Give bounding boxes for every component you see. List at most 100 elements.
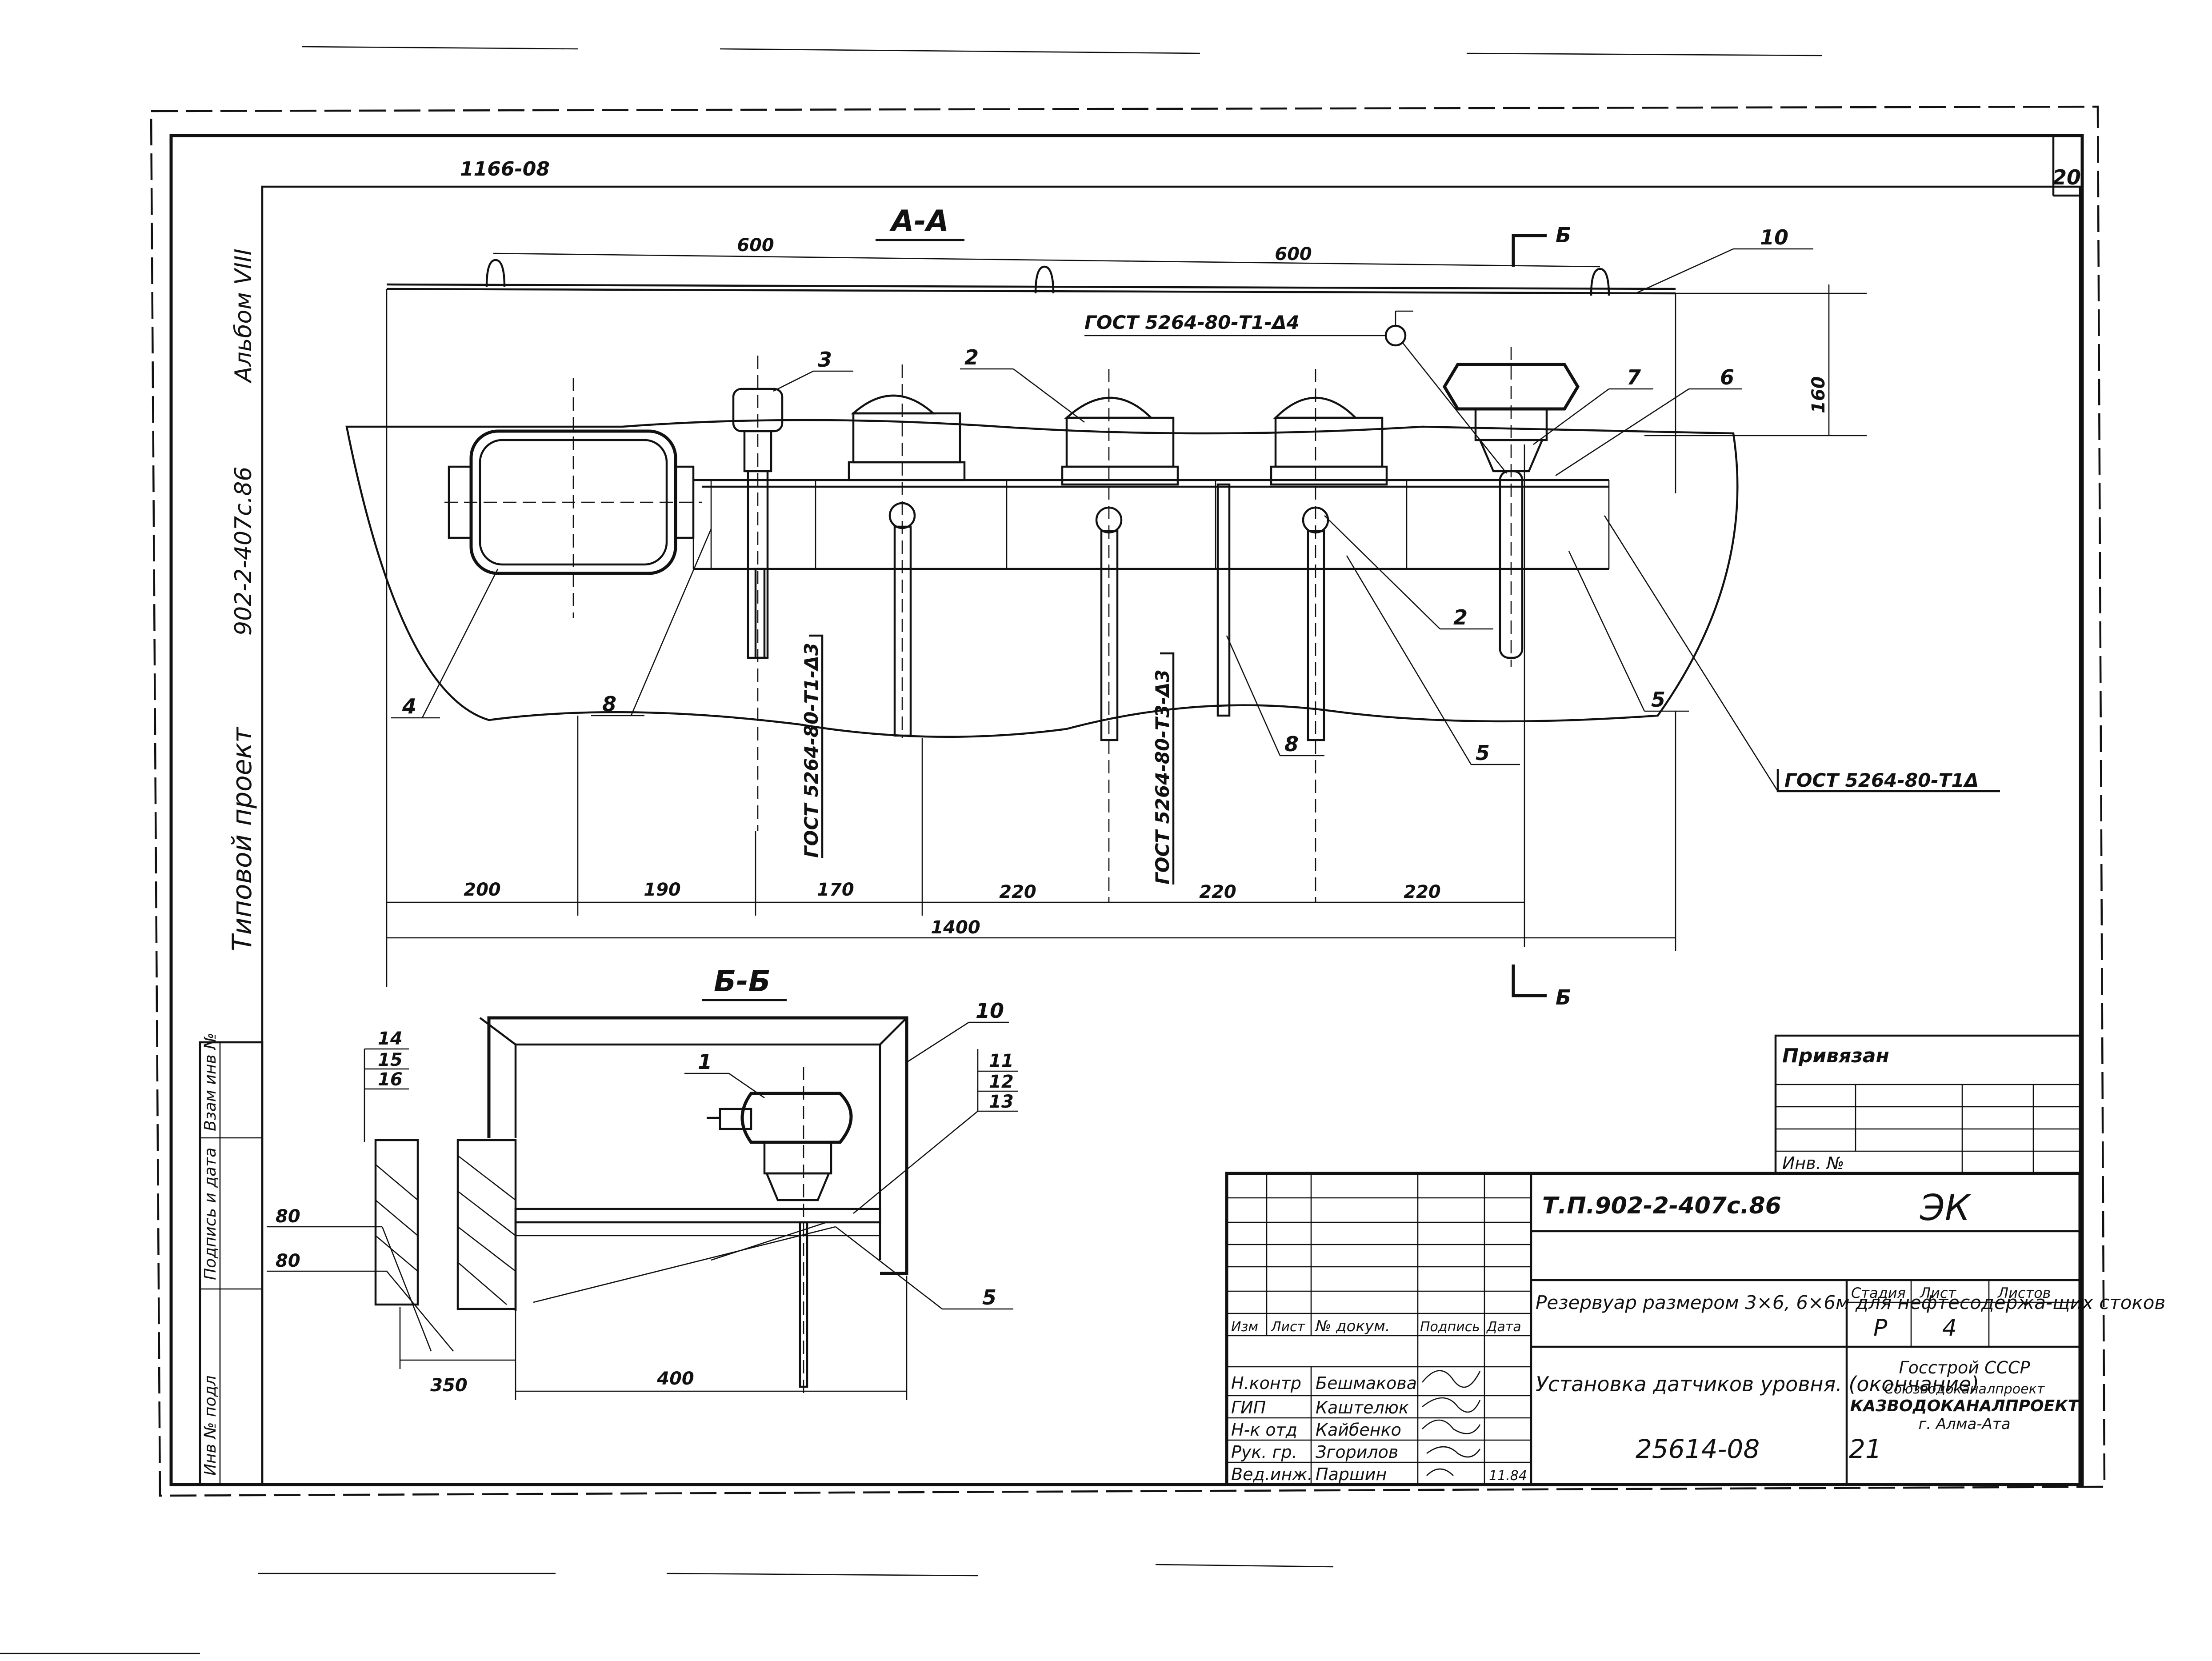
archive-number: 25614-08 <box>1636 1434 1760 1464</box>
cut-mark-bottom: Б <box>1512 965 1571 1009</box>
bottom-dim-6: 220 <box>1404 882 1441 902</box>
tb-sheet: 4 <box>1942 1315 1957 1341</box>
callout-5-bb: 5 <box>982 1285 996 1309</box>
callout-6: 6 <box>1720 365 1734 389</box>
top-dim-2: 600 <box>1275 244 1312 264</box>
section-bb: Б-Б <box>267 964 1018 1400</box>
sheet-number: 20 <box>2052 165 2081 189</box>
sensor-3 <box>1061 369 1179 902</box>
callout-5-mid: 5 <box>1476 741 1490 765</box>
tb-col-date: Дата <box>1486 1319 1521 1335</box>
tb-name-4: Згорилов <box>1316 1442 1398 1462</box>
tb-name-2: Каштелюк <box>1316 1398 1409 1417</box>
tb-col-izm: Изм <box>1231 1319 1258 1335</box>
tb-name-1: Бешмакова <box>1316 1373 1417 1393</box>
left-wall <box>374 1139 517 1310</box>
tb-stage-label: Стадия <box>1851 1285 1906 1301</box>
tb-org-4: г. Алма-Ата <box>1918 1415 2010 1433</box>
callout-4: 4 <box>402 694 416 718</box>
tb-role-2: ГИП <box>1231 1398 1266 1417</box>
section-bb-title: Б-Б <box>714 964 771 998</box>
callout-8-mid: 8 <box>1284 732 1299 756</box>
sensor-4 <box>1270 369 1388 902</box>
cut-mark-top: Б <box>1512 223 1571 267</box>
dim-80-b: 80 <box>276 1251 300 1271</box>
callout-16: 16 <box>378 1069 403 1090</box>
side-album: Альбом VIII <box>230 248 257 384</box>
title-block: Изм Лист № докум. Подпись Дата Н.контр Г… <box>1225 1172 2165 1486</box>
sensor-1 <box>732 356 784 831</box>
tb-role-4: Рук. гр. <box>1231 1442 1297 1462</box>
cut-mark-bottom-label: Б <box>1556 985 1571 1009</box>
tb-date: 11.84 <box>1489 1468 1527 1484</box>
page-number: 21 <box>1849 1434 1882 1464</box>
margin-cell-2: Подпись и дата <box>201 1148 220 1280</box>
tb-org-3: КАЗВОДОКАНАЛПРОЕКТ <box>1850 1397 2080 1415</box>
junction-box <box>444 378 702 618</box>
tb-sheet-label: Лист <box>1920 1285 1956 1301</box>
bottom-dim-2: 190 <box>644 880 681 900</box>
bottom-dim-1: 200 <box>464 880 501 900</box>
callout-8-left: 8 <box>602 692 616 716</box>
section-aa: А-А 600 600 Б Б 10 ГОСТ 5264-80-Т1-Δ4 <box>345 204 2000 1009</box>
callout-2-right: 2 <box>1453 605 1468 629</box>
margin-cell-3: Взам инв № <box>201 1033 220 1131</box>
privyazan-inv: Инв. № <box>1782 1153 1844 1173</box>
privyazan-table: Привязан Инв. № <box>1774 1034 2081 1175</box>
side-project: 902-2-407с.86 <box>230 467 257 636</box>
gost-right: ГОСТ 5264-80-Т1Δ <box>1784 769 1979 791</box>
callout-3: 3 <box>818 348 832 372</box>
tb-org-1: Госстрой СССР <box>1899 1358 2030 1377</box>
tb-sheets-label: Листов <box>1997 1285 2051 1301</box>
callout-12: 12 <box>989 1072 1014 1092</box>
bottom-dim-5: 220 <box>1199 882 1236 902</box>
tb-project-code: Т.П.902-2-407с.86 <box>1542 1193 1781 1219</box>
top-dim-1: 600 <box>737 235 774 256</box>
margin-cell-1: Инв № подл <box>201 1376 220 1476</box>
gost-top: ГОСТ 5264-80-Т1-Δ4 <box>1084 312 1300 333</box>
tb-col-doc: № докум. <box>1315 1317 1390 1335</box>
tb-col-sign: Подпись <box>1420 1319 1480 1335</box>
callout-13: 13 <box>989 1092 1014 1112</box>
sensor-2 <box>848 364 966 738</box>
doc-code: 1166-08 <box>460 158 550 180</box>
signatures <box>1421 1370 1481 1476</box>
tb-name-5: Паршин <box>1316 1465 1387 1484</box>
callout-7: 7 <box>1627 365 1641 389</box>
callout-15: 15 <box>378 1050 403 1070</box>
section-aa-title: А-А <box>889 204 949 238</box>
dim-400: 400 <box>656 1369 694 1389</box>
tb-role-1: Н.контр <box>1231 1373 1301 1393</box>
side-caption: Типовой проект <box>227 726 258 951</box>
tb-drawing-title: Установка датчиков уровня. (окончание) <box>1536 1372 1979 1396</box>
tb-role-5: Вед.инж. <box>1231 1465 1313 1484</box>
callout-11: 11 <box>989 1051 1014 1071</box>
side-label: Типовой проект 902-2-407с.86 Альбом VIII <box>227 248 258 951</box>
total-dim: 1400 <box>931 917 980 938</box>
height-dim: 160 <box>1808 376 1829 414</box>
bottom-dim-3: 170 <box>817 880 854 900</box>
callout-10: 10 <box>1760 225 1788 249</box>
callout-14: 14 <box>378 1029 403 1049</box>
callout-1-bb: 1 <box>698 1050 712 1074</box>
tb-object-title: Резервуар размером 3×6, 6×6м для нефтесо… <box>1536 1292 2165 1313</box>
tb-mark: ЭК <box>1920 1187 1972 1229</box>
dim-80-a: 80 <box>276 1206 300 1227</box>
margin-table: Инв № подл Подпись и дата Взам инв № <box>199 1033 264 1486</box>
cut-mark-top-label: Б <box>1556 223 1571 247</box>
scan-artifacts <box>0 46 1823 1654</box>
callout-10-bb: 10 <box>976 999 1004 1023</box>
tb-object-title-line: Резервуар размером 3×6, 6×6м для нефтесо… <box>1536 1292 2165 1313</box>
gost-left: ГОСТ 5264-80-Т1-Δ3 <box>800 643 822 858</box>
sensor-bb <box>707 1067 853 1396</box>
tb-role-3: Н-к отд <box>1231 1420 1297 1440</box>
callout-2-top: 2 <box>964 345 979 369</box>
bottom-dim-4: 220 <box>999 882 1036 902</box>
callout-5-right: 5 <box>1651 688 1665 712</box>
sensor-5 <box>1442 347 1580 667</box>
tb-org-2: Союзводоканалпроект <box>1884 1381 2045 1397</box>
privyazan-title: Привязан <box>1782 1045 1889 1067</box>
gost-mid: ГОСТ 5264-80-Т3-Δ3 <box>1152 669 1173 885</box>
tb-col-list: Лист <box>1271 1319 1306 1335</box>
